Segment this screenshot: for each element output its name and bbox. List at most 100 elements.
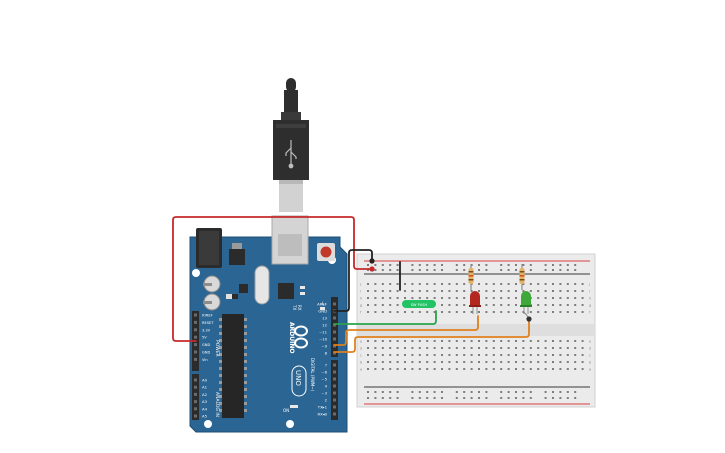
row-letter: h [589, 297, 591, 301]
orange-wire-pin9[interactable] [333, 315, 479, 346]
header-pin[interactable] [333, 377, 336, 381]
header-pin[interactable] [194, 414, 197, 418]
digital-pin-label: ~11 [319, 330, 328, 335]
row-letter: a [589, 368, 591, 372]
rx-led [300, 292, 305, 295]
row-letter: i [360, 290, 361, 294]
mounting-hole [286, 420, 294, 428]
analog-pin-label: A2 [202, 392, 208, 397]
row-letter: j [359, 283, 361, 287]
header-pin[interactable] [333, 398, 336, 402]
header-pin[interactable] [194, 385, 197, 389]
orange-wire-pin8[interactable] [333, 317, 530, 353]
digital-pin-label: AREF [317, 302, 327, 307]
row-letter: c [589, 354, 591, 358]
header-pin[interactable] [194, 343, 197, 347]
power-pin-label: IOREF [202, 314, 213, 318]
power-pin-label: GND [202, 343, 210, 347]
digital-pin-label: ~5 [321, 377, 327, 382]
power-pin-label: 3.3V [202, 328, 211, 332]
header-pin[interactable] [194, 350, 197, 354]
header-pin[interactable] [333, 302, 336, 306]
header-pin[interactable] [333, 363, 336, 367]
wire-endpoint [369, 258, 375, 264]
digital-pin-label: 8 [325, 351, 328, 356]
black-wire-gnd[interactable] [333, 249, 373, 312]
green-wire-pin12[interactable] [333, 310, 437, 325]
header-pin[interactable] [194, 392, 197, 396]
voltage-regulator [229, 249, 245, 265]
tx-led [300, 286, 305, 289]
header-pin[interactable] [194, 320, 197, 324]
row-letter: d [360, 347, 362, 351]
digital-pin-label: RX◂0 [317, 412, 327, 417]
analog-pin-label: A3 [202, 399, 208, 404]
red-wire-5v[interactable] [172, 216, 373, 342]
header-pin[interactable] [194, 313, 197, 317]
analog-pin-label: A1 [202, 385, 208, 390]
header-pin[interactable] [333, 384, 336, 388]
header-pin[interactable] [333, 370, 336, 374]
usb-cable[interactable] [273, 78, 309, 212]
row-letter: j [588, 283, 590, 287]
header-pin[interactable] [333, 337, 336, 341]
row-letter: b [360, 361, 363, 365]
on-label: ON [283, 408, 289, 413]
row-letter: f [360, 311, 362, 315]
header-pin[interactable] [194, 357, 197, 361]
resistor[interactable] [468, 264, 474, 290]
header-pin[interactable] [333, 344, 336, 348]
digital-header-top [331, 297, 338, 357]
mounting-hole [204, 420, 212, 428]
power-pin-label: RESET [202, 321, 214, 325]
digital-pin-label: 4 [325, 384, 328, 389]
row-letter: g [360, 304, 362, 308]
header-pin[interactable] [333, 405, 336, 409]
usb-symbol-icon [285, 140, 297, 169]
push-switch[interactable]: SW PUSH [402, 300, 436, 308]
mounting-hole [192, 269, 200, 277]
red-led[interactable] [469, 291, 481, 314]
header-pin[interactable] [194, 335, 197, 339]
row-letter: i [589, 290, 590, 294]
crystal-oscillator [254, 265, 270, 305]
header-pin[interactable] [194, 328, 197, 332]
header-pin[interactable] [333, 391, 336, 395]
tx-label: TX [292, 304, 297, 310]
digital-pin-label: 7 [325, 363, 328, 368]
usb-controller-chip [278, 283, 294, 299]
row-letter: h [360, 297, 362, 301]
digital-pin-label: ~9 [321, 344, 327, 349]
wire-endpoint [526, 316, 532, 322]
header-pin[interactable] [194, 378, 197, 382]
digital-pin-label: ~10 [319, 337, 328, 342]
row-letter: f [589, 311, 591, 315]
power-pin-label: Vin [202, 358, 208, 362]
digital-pin-label: 12 [322, 323, 327, 328]
header-pin[interactable] [333, 316, 336, 320]
header-pin[interactable] [333, 351, 336, 355]
header-pin[interactable] [333, 412, 336, 416]
power-pin-label: GND [202, 351, 210, 355]
atmega-microcontroller [219, 314, 247, 418]
digital-pin-label: GND [318, 309, 327, 314]
uno-badge: UNO [291, 365, 307, 397]
svg-text:UNO: UNO [294, 370, 302, 386]
analog-header [192, 374, 199, 420]
header-pin[interactable] [194, 400, 197, 404]
header-pin[interactable] [333, 323, 336, 327]
header-pin[interactable] [194, 407, 197, 411]
resistor[interactable] [519, 264, 525, 290]
switch-label: SW PUSH [411, 303, 428, 307]
analog-pin-label: A4 [202, 406, 208, 411]
digital-pin-label: TX▸1 [317, 405, 328, 410]
l-label: L [322, 301, 325, 306]
row-letter: d [589, 347, 591, 351]
digital-pin-label: ~6 [321, 370, 327, 375]
digital-section-label: DIGITAL (PWM~) [310, 358, 315, 392]
digital-pin-label: ~3 [321, 391, 327, 396]
brand-word: ARDUINO [288, 322, 295, 353]
header-pin[interactable] [333, 330, 336, 334]
arduino-uno-board[interactable]: TX RX L ARDUINO UNO IOREFRESET3.3V5VGNDG… [189, 215, 348, 433]
